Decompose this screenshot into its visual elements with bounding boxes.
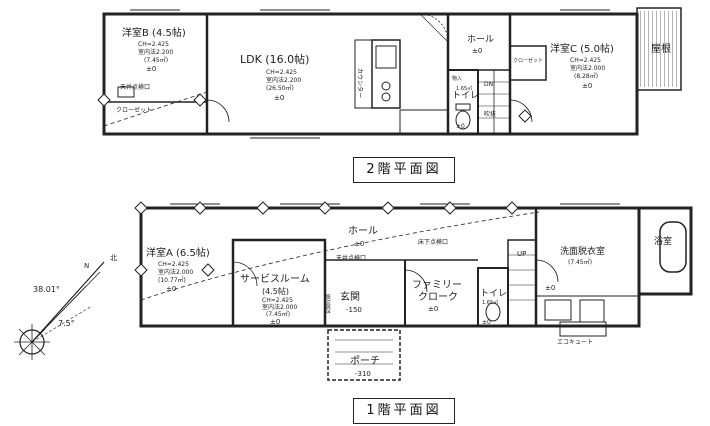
- hall-1f-level: ±0: [354, 240, 364, 248]
- bedroom-c-ch: CH=2.425: [570, 57, 601, 64]
- bedroom-a-level: ±0: [166, 285, 176, 293]
- stair-up-label: UP: [517, 250, 526, 258]
- compass-road-label: 北: [110, 254, 117, 262]
- second-floor-labels: 洋室B (4.5帖) CH=2.425 室内法2.200 (7.45㎡) ±0 …: [116, 26, 671, 130]
- service-room-inner: 室内法2.000: [262, 303, 297, 311]
- compass-angle-1: 38.01°: [33, 285, 60, 294]
- entrance-name: 玄関: [340, 290, 360, 303]
- counter-label: カウンター: [356, 68, 364, 98]
- ldk-inner: 室内法2.200: [266, 76, 301, 84]
- shoe-storage-label: 玄関収納: [325, 294, 332, 314]
- family-cloak-name: ファミリー: [412, 280, 462, 291]
- compass: 38.01° 7.5° N 北: [14, 254, 117, 360]
- bedroom-a-ch: CH=2.425: [158, 261, 189, 268]
- hall-1f-name: ホール: [348, 225, 378, 237]
- stairwell-label: 吹抜: [484, 110, 496, 118]
- second-floor-plan-title: 2階平面図: [353, 157, 455, 183]
- service-room-area: (7.45㎡): [266, 310, 290, 318]
- washroom-name: 洗面脱衣室: [560, 245, 605, 257]
- washroom-level: ±0: [545, 284, 555, 292]
- first-floor-plan: [139, 203, 693, 381]
- second-floor-grid-markers: [97, 93, 532, 123]
- first-floor-outer-wall: [139, 206, 641, 328]
- compass-angle-2: 7.5°: [58, 319, 75, 328]
- stair-dn-label: DN: [484, 81, 493, 88]
- toilet-1f-area: 1.65㎡: [482, 299, 498, 306]
- bedroom-b-area: (7.45㎡): [144, 56, 168, 64]
- ldk-area: (26.50㎡): [266, 84, 294, 92]
- toilet-2f-name: トイレ: [452, 91, 479, 101]
- bedroom-a-inner: 室内法2.000: [158, 268, 193, 276]
- entrance-level: -150: [346, 306, 362, 314]
- first-floor-labels: 洋室A (6.5帖) CH=2.425 室内法2.000 (10.77㎡) ±0…: [146, 225, 672, 378]
- first-floor-grid-markers: [134, 201, 519, 277]
- bedroom-a-area: (10.77㎡): [158, 276, 186, 284]
- first-floor-plan-title: 1階平面図: [353, 398, 455, 424]
- bedroom-c-level: ±0: [582, 82, 592, 90]
- bedroom-b-inner: 室内法2.200: [138, 48, 173, 56]
- service-room-level: ±0: [270, 318, 280, 326]
- family-cloak-name-2: クローク: [418, 291, 458, 303]
- compass-north-label: N: [84, 262, 89, 270]
- bedroom-b-name: 洋室B (4.5帖): [122, 26, 186, 39]
- bedroom-c-name: 洋室C (5.0帖): [550, 42, 614, 55]
- storage-label: 物入: [452, 75, 462, 82]
- washroom-area: (7.45㎡): [568, 258, 592, 266]
- floor-hatch-label: 床下点検口: [418, 238, 448, 246]
- toilet-1f-name: トイレ: [480, 289, 507, 299]
- second-floor-plan: [102, 7, 682, 139]
- ldk-ch: CH=2.425: [266, 69, 297, 76]
- bedroom-c-area: (8.28㎡): [574, 72, 598, 80]
- toilet-2f-level: ±0: [456, 123, 465, 130]
- bedroom-b-ch: CH=2.425: [138, 41, 169, 48]
- bedroom-b-level: ±0: [146, 65, 156, 73]
- family-cloak-level: ±0: [428, 305, 438, 313]
- ldk-name: LDK (16.0帖): [240, 53, 309, 66]
- porch-name: ポーチ: [350, 355, 380, 367]
- hall-2f-name: ホール: [467, 34, 494, 45]
- ceiling-hatch-label-1f: 天井点検口: [336, 254, 366, 262]
- ceiling-hatch-label-2f: 天井点検口: [120, 83, 150, 91]
- bedroom-a-name: 洋室A (6.5帖): [146, 246, 210, 259]
- bathroom-name: 浴室: [654, 235, 672, 247]
- bedroom-c-inner: 室内法2.000: [570, 64, 605, 72]
- toilet-2f-area: 1.65㎡: [456, 85, 472, 92]
- service-room-sub: (4.5帖): [262, 286, 289, 296]
- porch-level: -310: [355, 370, 371, 378]
- closet-c-label: クローゼット: [513, 57, 543, 64]
- toilet-1f-level: ±0: [482, 319, 491, 326]
- balcony-roof-label: 屋根: [651, 42, 671, 55]
- service-room-ch: CH=2.425: [262, 297, 293, 304]
- ecocute-label: エコキュート: [557, 339, 593, 346]
- hall-2f-level: ±0: [472, 47, 482, 55]
- service-room-name: サービスルーム: [240, 273, 310, 285]
- closet-b-label: クローゼット: [116, 106, 152, 114]
- ldk-level: ±0: [274, 94, 284, 102]
